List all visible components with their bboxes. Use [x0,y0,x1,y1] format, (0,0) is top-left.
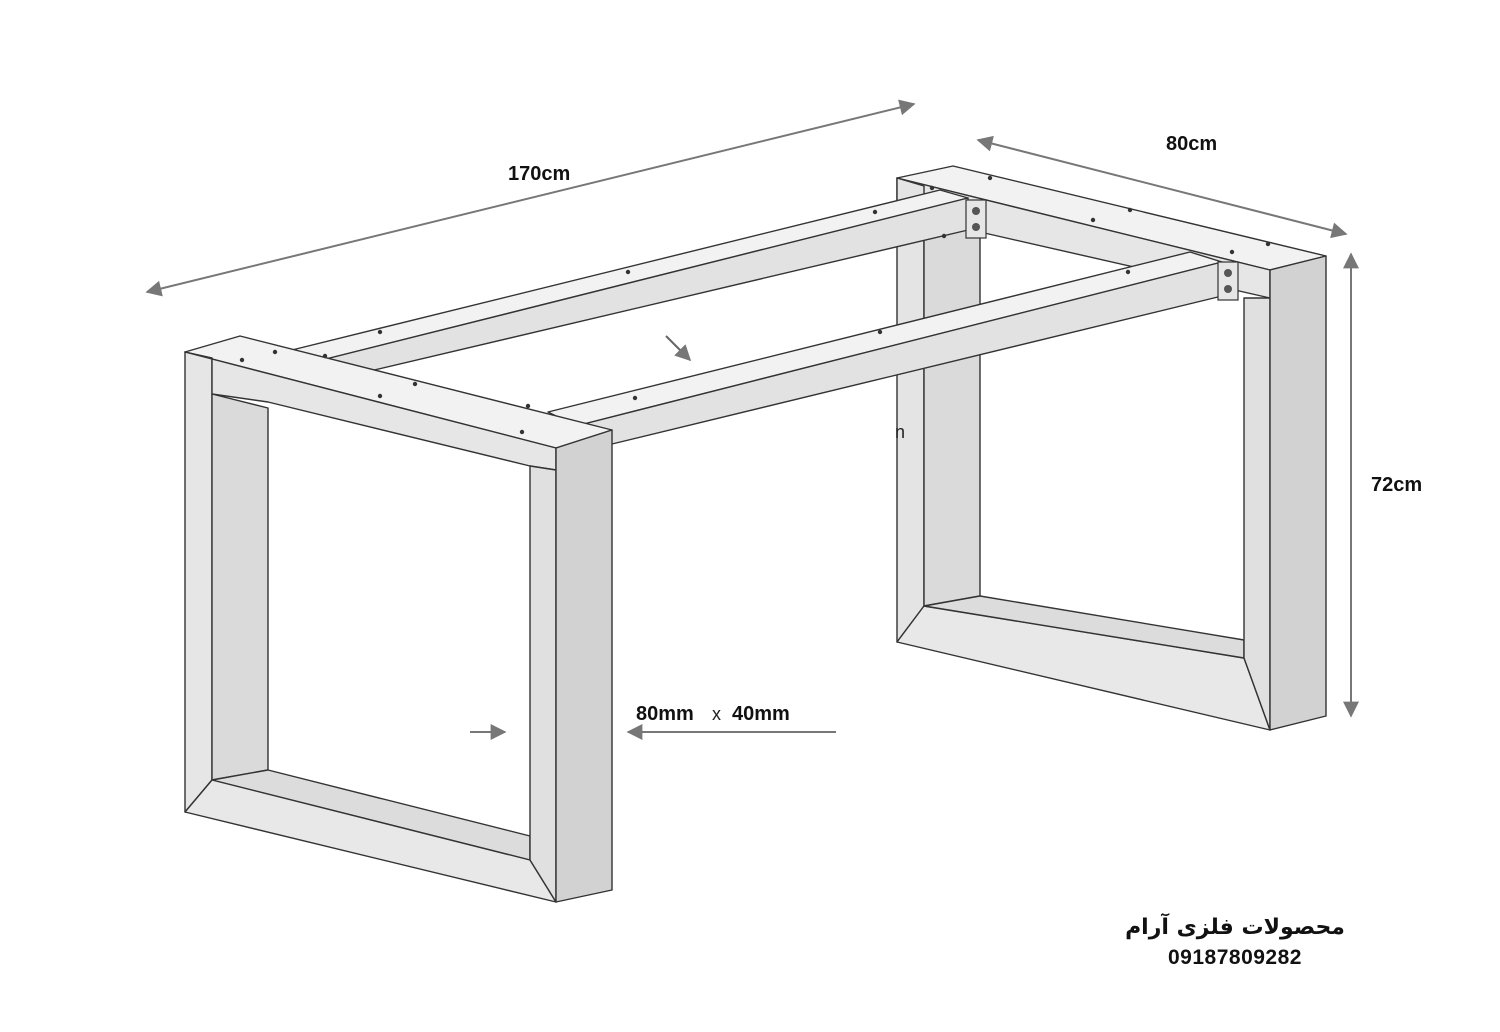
right-leg-left-post [896,177,925,643]
right-leg-right-post-inner [1243,297,1271,731]
profile-size-separator: x [712,704,721,724]
left-leg-left-post [184,351,213,813]
right-leg-frame [896,165,1327,731]
left-leg-frame [184,335,613,903]
left-leg-right-post-side [555,429,613,903]
left-leg-right-post-front [529,465,557,903]
phone-number: 09187809282 [1168,946,1302,969]
right-leg-right-post-side [1269,255,1327,731]
profile-size-b-label: 40mm [732,703,790,725]
width-label: 80cm [1166,133,1217,155]
length-label: 170cm [508,163,570,185]
profile-size-a-label: 80mm [636,703,694,725]
bolt-plate-front [1217,261,1239,301]
stray-mark: n [895,422,905,442]
dim-line-width [976,135,1348,239]
dim-line-length [145,99,916,297]
height-label: 72cm [1371,474,1422,496]
bolt-plate-back [965,199,987,239]
left-leg-opening-inner [211,393,269,781]
company-name: محصولات فلزی آرام [1125,915,1345,940]
pointer-arrow-rail [665,335,692,362]
footer-credit: محصولات فلزی آرام 09187809282 [1120,915,1350,970]
right-leg-opening-inner [923,219,981,607]
